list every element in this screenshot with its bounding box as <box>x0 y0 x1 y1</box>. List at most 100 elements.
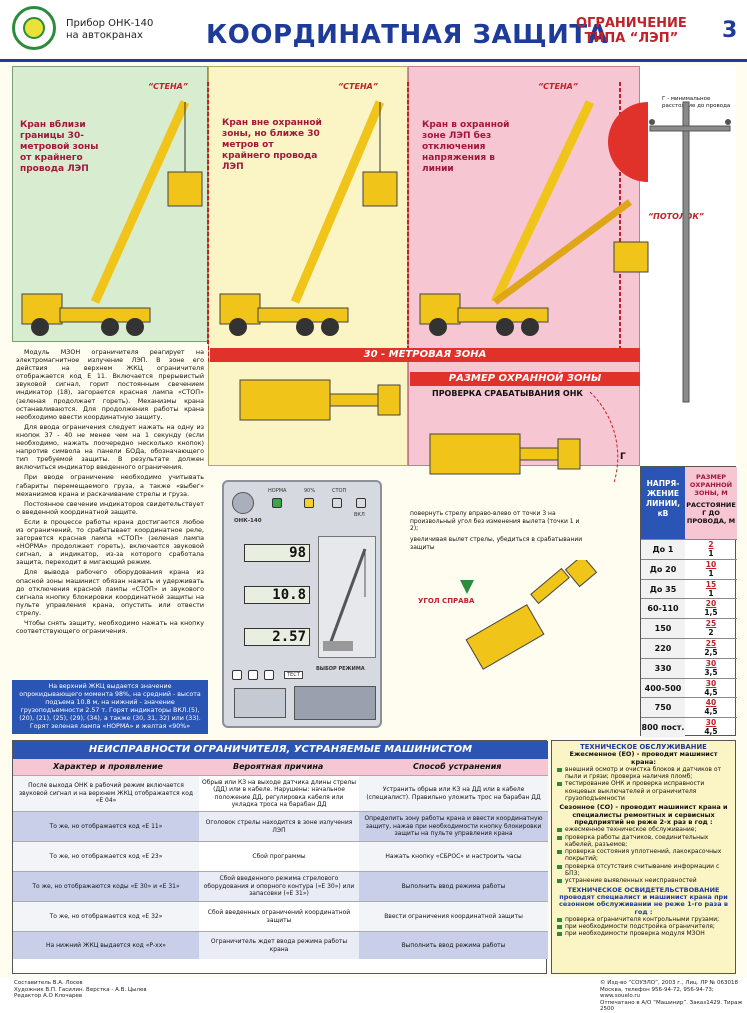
zone-size: 40 <box>705 698 717 708</box>
panel-button-1[interactable] <box>232 670 242 680</box>
device-line2: на автокранах <box>66 30 143 41</box>
fault-cause: Обрыв или КЗ на выходе датчика длины стр… <box>199 776 359 811</box>
fault-row: На нижний ЖКЦ выдается код «Р-хх»Огранич… <box>13 931 548 959</box>
voltage-value: 750 <box>641 698 685 718</box>
lamp-label-stop: СТОП <box>332 488 347 494</box>
test-button[interactable]: ТЕСТ <box>284 671 303 679</box>
voltage-value: До 35 <box>641 579 685 599</box>
crane-2 <box>219 100 398 336</box>
zone-protect <box>408 66 640 466</box>
button-vkl[interactable] <box>356 498 366 508</box>
zone-col-head-top: РАЗМЕР ОХРАННОЙ ЗОНЫ, М <box>689 473 733 497</box>
check-note-1: повернуть стрелу вправо-влево от точки 3… <box>410 510 580 532</box>
footer-editor: Редактор А.О Клочарев <box>14 993 83 999</box>
crane-top-view-1 <box>239 379 401 421</box>
wire-distance: 4,5 <box>704 687 718 697</box>
voltage-col-head: НАПРЯ-ЖЕНИЕ ЛИНИИ, кВ <box>641 467 685 539</box>
fault-remedy: Ввести ограничения координатной защиты <box>359 902 548 931</box>
voltage-value: 800 пост. тока <box>641 718 685 751</box>
faults-col-1: Характер и проявление <box>53 762 163 771</box>
zone-size: 30 <box>705 658 717 668</box>
zone-size: 20 <box>705 599 717 609</box>
fault-cause: Сбой программы <box>199 842 359 871</box>
maint-eo-item: тестирование ОНК и проверка исправности … <box>557 780 730 802</box>
zone-size: 15 <box>705 579 717 589</box>
description-text: Модуль МЗОН ограничителя реагирует на эл… <box>12 346 208 676</box>
check-title: ПРОВЕРКА СРАБАТЫВАНИЯ ОНК <box>432 389 583 398</box>
footer: Составитель В.А. Лосев Художник В.П. Гас… <box>0 978 747 1012</box>
panel-button-3[interactable] <box>264 670 274 680</box>
display-capacity: 2.57 <box>244 628 310 646</box>
fault-remedy: Выполнить ввод режима работы <box>359 872 548 901</box>
band-30m-zone: 30 - МЕТРОВАЯ ЗОНА <box>210 348 640 362</box>
wire-distance: 3,5 <box>704 667 718 677</box>
zone-size: 25 <box>705 619 717 629</box>
maint-to-item: при необходимости проверка модуля МЗОН <box>557 930 730 937</box>
wire-distance: 1 <box>708 568 714 578</box>
footer-publisher: © Изд-во “СОУЭЛО”, 2003 г., Лиц. ЛР № 06… <box>600 980 747 1013</box>
faults-columns: Характер и проявление Вероятная причина … <box>13 759 548 775</box>
desc-p2: Для ввода ограничения следует нажать на … <box>16 422 204 472</box>
wire-distance: 1 <box>708 549 714 558</box>
voltage-value: 150 <box>641 619 685 639</box>
footer-print: Отпечатано в А/О “Машинир”. Заказ1429. Т… <box>600 999 743 1013</box>
faults-col-3: Способ устранения <box>413 762 502 771</box>
voltage-value: До 1 <box>641 540 685 559</box>
maint-so-item: проверка отсутствия считывание информаци… <box>557 863 730 878</box>
faults-title: НЕИСПРАВНОСТИ ОГРАНИЧИТЕЛЯ, УСТРАНЯЕМЫЕ … <box>13 741 548 759</box>
lamp-norma <box>272 498 282 508</box>
logo-emblem <box>23 17 45 39</box>
fault-symptom: На нижний ЖКЦ выдается код «Р-хх» <box>13 932 199 959</box>
voltage-table-header: НАПРЯ-ЖЕНИЕ ЛИНИИ, кВ РАЗМЕР ОХРАННОЙ ЗО… <box>641 467 737 539</box>
desc-p4: Постоянное свечение индикаторов свидетел… <box>16 499 204 516</box>
arrow-keys[interactable] <box>234 688 286 718</box>
fault-row: То же, но отображаются коды «Е 30» и «Е … <box>13 871 548 901</box>
subtitle-line2: ТИПА “ЛЭП” <box>584 31 679 46</box>
wall-label-2: “СТЕНА” <box>338 82 378 91</box>
voltage-value: 400-500 <box>641 678 685 698</box>
maint-title: ТЕХНИЧЕСКОЕ ОБСЛУЖИВАНИЕ <box>580 743 707 751</box>
maint-to-item: при необходимости подстройка ограничител… <box>557 923 730 930</box>
mode-select-block[interactable] <box>294 686 376 720</box>
display-moment: 98 <box>244 544 310 562</box>
zone-green-label: Кран вблизи границы 30-метровой зоны от … <box>20 120 99 174</box>
zone-yellow-label: Кран вне охранной зоны, но ближе 30 метр… <box>222 118 322 172</box>
check-note-2: увеличивая вылет стрелы, убедиться в сра… <box>410 536 583 551</box>
lamp-label-norma: НОРМА <box>268 488 287 494</box>
desc-p5: Если в процессе работы крана достигается… <box>16 517 204 567</box>
crane-schematic <box>318 536 376 658</box>
maint-to-title: ТЕХНИЧЕСКОЕ ОСВИДЕТЕЛЬСТВОВАНИЕ проводят… <box>558 885 729 916</box>
subtitle-line1: ОГРАНИЧЕНИЕ <box>576 16 687 31</box>
fault-row: После выхода ОНК в рабочий режим включае… <box>13 775 548 811</box>
fault-remedy: Устранить обрыв или КЗ на ДД или в кабел… <box>359 776 548 811</box>
display-height: 10.8 <box>244 586 310 604</box>
power-pole <box>608 101 731 403</box>
panel-button-2[interactable] <box>248 670 258 680</box>
band-protect-zone: РАЗМЕР ОХРАННОЙ ЗОНЫ <box>410 372 640 386</box>
wire-distance: 2,5 <box>704 648 718 657</box>
fault-cause: Сбой введенного режима стрелового оборуд… <box>199 872 359 901</box>
faults-col-2: Вероятная причина <box>233 762 324 771</box>
footer-credits: Составитель В.А. Лосев Художник В.П. Гас… <box>14 980 147 1000</box>
fault-symptom: То же, но отображается код «Е 11» <box>13 812 199 841</box>
voltage-row: 800 пост. тока304,5 <box>641 717 737 751</box>
footer-copyright: © Изд-во “СОУЭЛО”, 2003 г., Лиц. ЛР № 06… <box>600 980 738 986</box>
zone-size: 10 <box>705 559 717 569</box>
fault-row: То же, но отображается код «Е 32»Сбой вв… <box>13 901 548 931</box>
lamp-label-90: 90% <box>304 488 316 494</box>
control-panel: ОНК-140 НОРМА 90% СТОП ВКЛ 98 10.8 2.57 … <box>222 480 382 728</box>
faults-table: НЕИСПРАВНОСТИ ОГРАНИЧИТЕЛЯ, УСТРАНЯЕМЫЕ … <box>12 740 548 974</box>
zone-size: 30 <box>705 718 717 728</box>
